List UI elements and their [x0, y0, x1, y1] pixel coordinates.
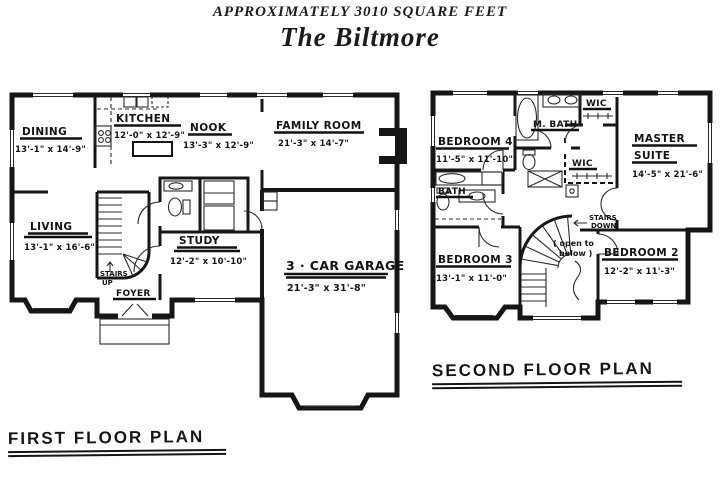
study-dims: 12'-2" x 10'-10"	[170, 257, 247, 267]
powder-room-fixtures	[163, 180, 235, 231]
open-to-below-note-2: below )	[559, 249, 592, 258]
bedroom3-dims: 13'-1" x 11'-0"	[436, 274, 507, 284]
first-floor-outer-walls	[9, 92, 400, 411]
master-suite-label-1: MASTER	[634, 133, 685, 145]
wic-top-label: WIC	[586, 99, 607, 109]
bedroom4-dims: 11'-5" x 11'-10"	[436, 155, 513, 165]
stairs-up-note-2: UP	[102, 279, 113, 287]
master-bath-label: M. BATH	[533, 120, 577, 130]
plan-title: The Biltmore	[280, 22, 440, 52]
door-arcs	[121, 201, 161, 317]
kitchen-dims: 12'-0" x 12'-9"	[114, 131, 185, 141]
stairs-down-note-2: DOWN	[591, 222, 616, 230]
stairs-up-note-1: STAIRS	[100, 270, 128, 278]
foyer-label: FOYER	[116, 289, 151, 299]
master-bath-fixtures	[515, 93, 581, 188]
first-floor-windows	[8, 91, 401, 407]
nook-dims: 13'-3" x 12'-9"	[183, 141, 254, 151]
second-floor-room-labels: BEDROOM 4 11'-5" x 11'-10" M. BATH WIC W…	[436, 99, 703, 284]
first-floor-plan: DINING 13'-1" x 14'-9" KITCHEN 12'-0" x …	[8, 91, 407, 411]
stairs-up	[98, 197, 148, 277]
fireplace	[379, 128, 407, 164]
second-floor-plan-label: SECOND FLOOR PLAN	[431, 358, 683, 390]
bedroom2-label: BEDROOM 2	[604, 247, 679, 259]
second-floor-openings	[479, 116, 620, 254]
bedroom3-label: BEDROOM 3	[438, 254, 513, 266]
first-floor-openings	[118, 202, 265, 320]
bath-label: BATH	[438, 187, 466, 197]
master-suite-label-2: SUITE	[634, 150, 670, 162]
bedroom2-dims: 12'-2" x 11'-3"	[604, 267, 675, 277]
family-room-dims: 21'-3" x 14'-7"	[278, 139, 349, 149]
second-floor-plan: BEDROOM 4 11'-5" x 11'-10" M. BATH WIC W…	[429, 89, 714, 322]
master-suite-dims: 14'-5" x 21'-6"	[632, 170, 703, 180]
first-floor-interior-walls	[12, 95, 397, 300]
header: APPROXIMATELY 3010 SQUARE FEET The Biltm…	[0, 4, 720, 53]
dining-dims: 13'-1" x 14'-9"	[15, 145, 86, 155]
window-strip	[8, 91, 401, 407]
dining-label: DINING	[22, 126, 67, 138]
living-label: LIVING	[30, 221, 72, 233]
second-floor-windows	[429, 89, 714, 322]
family-room-label: FAMILY ROOM	[276, 120, 362, 132]
bedroom4-label: BEDROOM 4	[438, 136, 513, 148]
open-to-below-note-1: ( open to	[553, 239, 594, 248]
second-floor-outer-walls	[430, 90, 713, 321]
kitchen-label: KITCHEN	[116, 113, 170, 125]
square-feet-subtitle: APPROXIMATELY 3010 SQUARE FEET	[212, 4, 508, 20]
first-floor-room-labels: DINING 13'-1" x 14'-9" KITCHEN 12'-0" x …	[15, 113, 405, 301]
stairs-down-note-1: STAIRS	[589, 214, 617, 222]
first-floor-plan-label: FIRST FLOOR PLAN	[7, 426, 227, 458]
first-floor-fixtures	[94, 96, 407, 345]
stairs-down	[520, 216, 587, 307]
wic-rods	[565, 113, 613, 198]
study-label: STUDY	[179, 235, 220, 247]
wic-master-label: WIC	[572, 159, 593, 169]
garage-label: 3 · CAR GARAGE	[286, 258, 405, 273]
kitchen-counters	[94, 96, 173, 166]
garage-dims: 21'-3" x 31'-8"	[287, 283, 366, 294]
kitchen-island	[132, 141, 173, 157]
door-arcs	[478, 124, 619, 255]
living-dims: 13'-1" x 16'-6"	[24, 243, 95, 253]
nook-label: NOOK	[190, 122, 227, 134]
front-porch	[99, 318, 170, 345]
garage-entry-steps	[243, 191, 278, 230]
second-floor-fixtures	[435, 93, 619, 307]
